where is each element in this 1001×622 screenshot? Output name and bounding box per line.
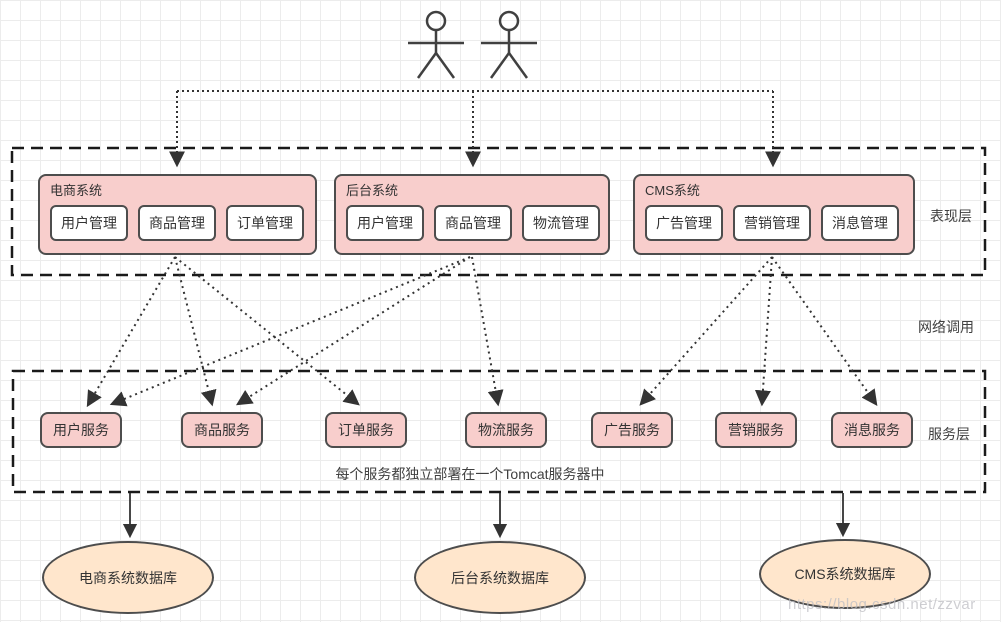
service-box-product: 商品服务 (181, 412, 263, 448)
module-row: 用户管理 商品管理 订单管理 (50, 205, 305, 241)
arrow-cms-to-marketing-service (754, 256, 773, 407)
module-row: 用户管理 商品管理 物流管理 (346, 205, 600, 241)
network-call-label: 网络调用 (918, 319, 974, 335)
presentation-layer-border (10, 146, 987, 277)
service-box-logistics: 物流服务 (465, 412, 547, 448)
service-layer-label: 服务层 (928, 426, 970, 442)
arrow-backend-to-product-service (235, 256, 471, 406)
arrow-ecommerce-to-order-service (174, 256, 360, 406)
module-box: 物流管理 (522, 205, 600, 241)
service-box-marketing: 营销服务 (715, 412, 797, 448)
module-box: 用户管理 (346, 205, 424, 241)
actor-to-system-arrows (169, 90, 781, 168)
service-box-order: 订单服务 (325, 412, 407, 448)
actor-icon (481, 10, 537, 79)
arrow-backend-to-logistics-service (471, 256, 504, 407)
system-title: CMS系统 (645, 183, 700, 198)
module-box: 订单管理 (226, 205, 304, 241)
arrow-backend-to-user-service (109, 256, 471, 407)
actor-icon (408, 10, 464, 79)
module-box: 用户管理 (50, 205, 128, 241)
system-box-backend: 后台系统 用户管理 商品管理 物流管理 (334, 174, 610, 255)
system-title: 电商系统 (50, 183, 103, 198)
service-box-message: 消息服务 (831, 412, 913, 448)
system-box-cms: CMS系统 广告管理 营销管理 消息管理 (633, 174, 915, 255)
presentation-layer-label: 表现层 (930, 208, 972, 224)
module-box: 营销管理 (733, 205, 811, 241)
arrow-ecommerce-to-user-service (86, 256, 176, 408)
service-box-user: 用户服务 (40, 412, 122, 448)
module-row: 广告管理 营销管理 消息管理 (645, 205, 903, 241)
database-ellipse-cms: CMS系统数据库 (759, 539, 931, 609)
service-to-database-arrows (122, 493, 851, 539)
arrow-ecommerce-to-product-service (174, 256, 217, 407)
system-to-service-arrows (86, 256, 878, 408)
module-box: 消息管理 (821, 205, 899, 241)
service-layer-border (11, 369, 987, 494)
system-title: 后台系统 (346, 183, 399, 198)
module-box: 商品管理 (434, 205, 512, 241)
service-box-ad: 广告服务 (591, 412, 673, 448)
arrow-cms-to-ad-service (639, 256, 773, 406)
arrow-cms-to-message-service (771, 256, 878, 406)
database-ellipse-backend: 后台系统数据库 (414, 541, 586, 614)
module-box: 广告管理 (645, 205, 723, 241)
service-layer-caption: 每个服务都独立部署在一个Tomcat服务器中 (335, 466, 605, 482)
watermark: https://blog.csdn.net/zzvar (788, 596, 976, 613)
system-box-ecommerce: 电商系统 用户管理 商品管理 订单管理 (38, 174, 317, 255)
module-box: 商品管理 (138, 205, 216, 241)
database-ellipse-ecommerce: 电商系统数据库 (42, 541, 214, 614)
